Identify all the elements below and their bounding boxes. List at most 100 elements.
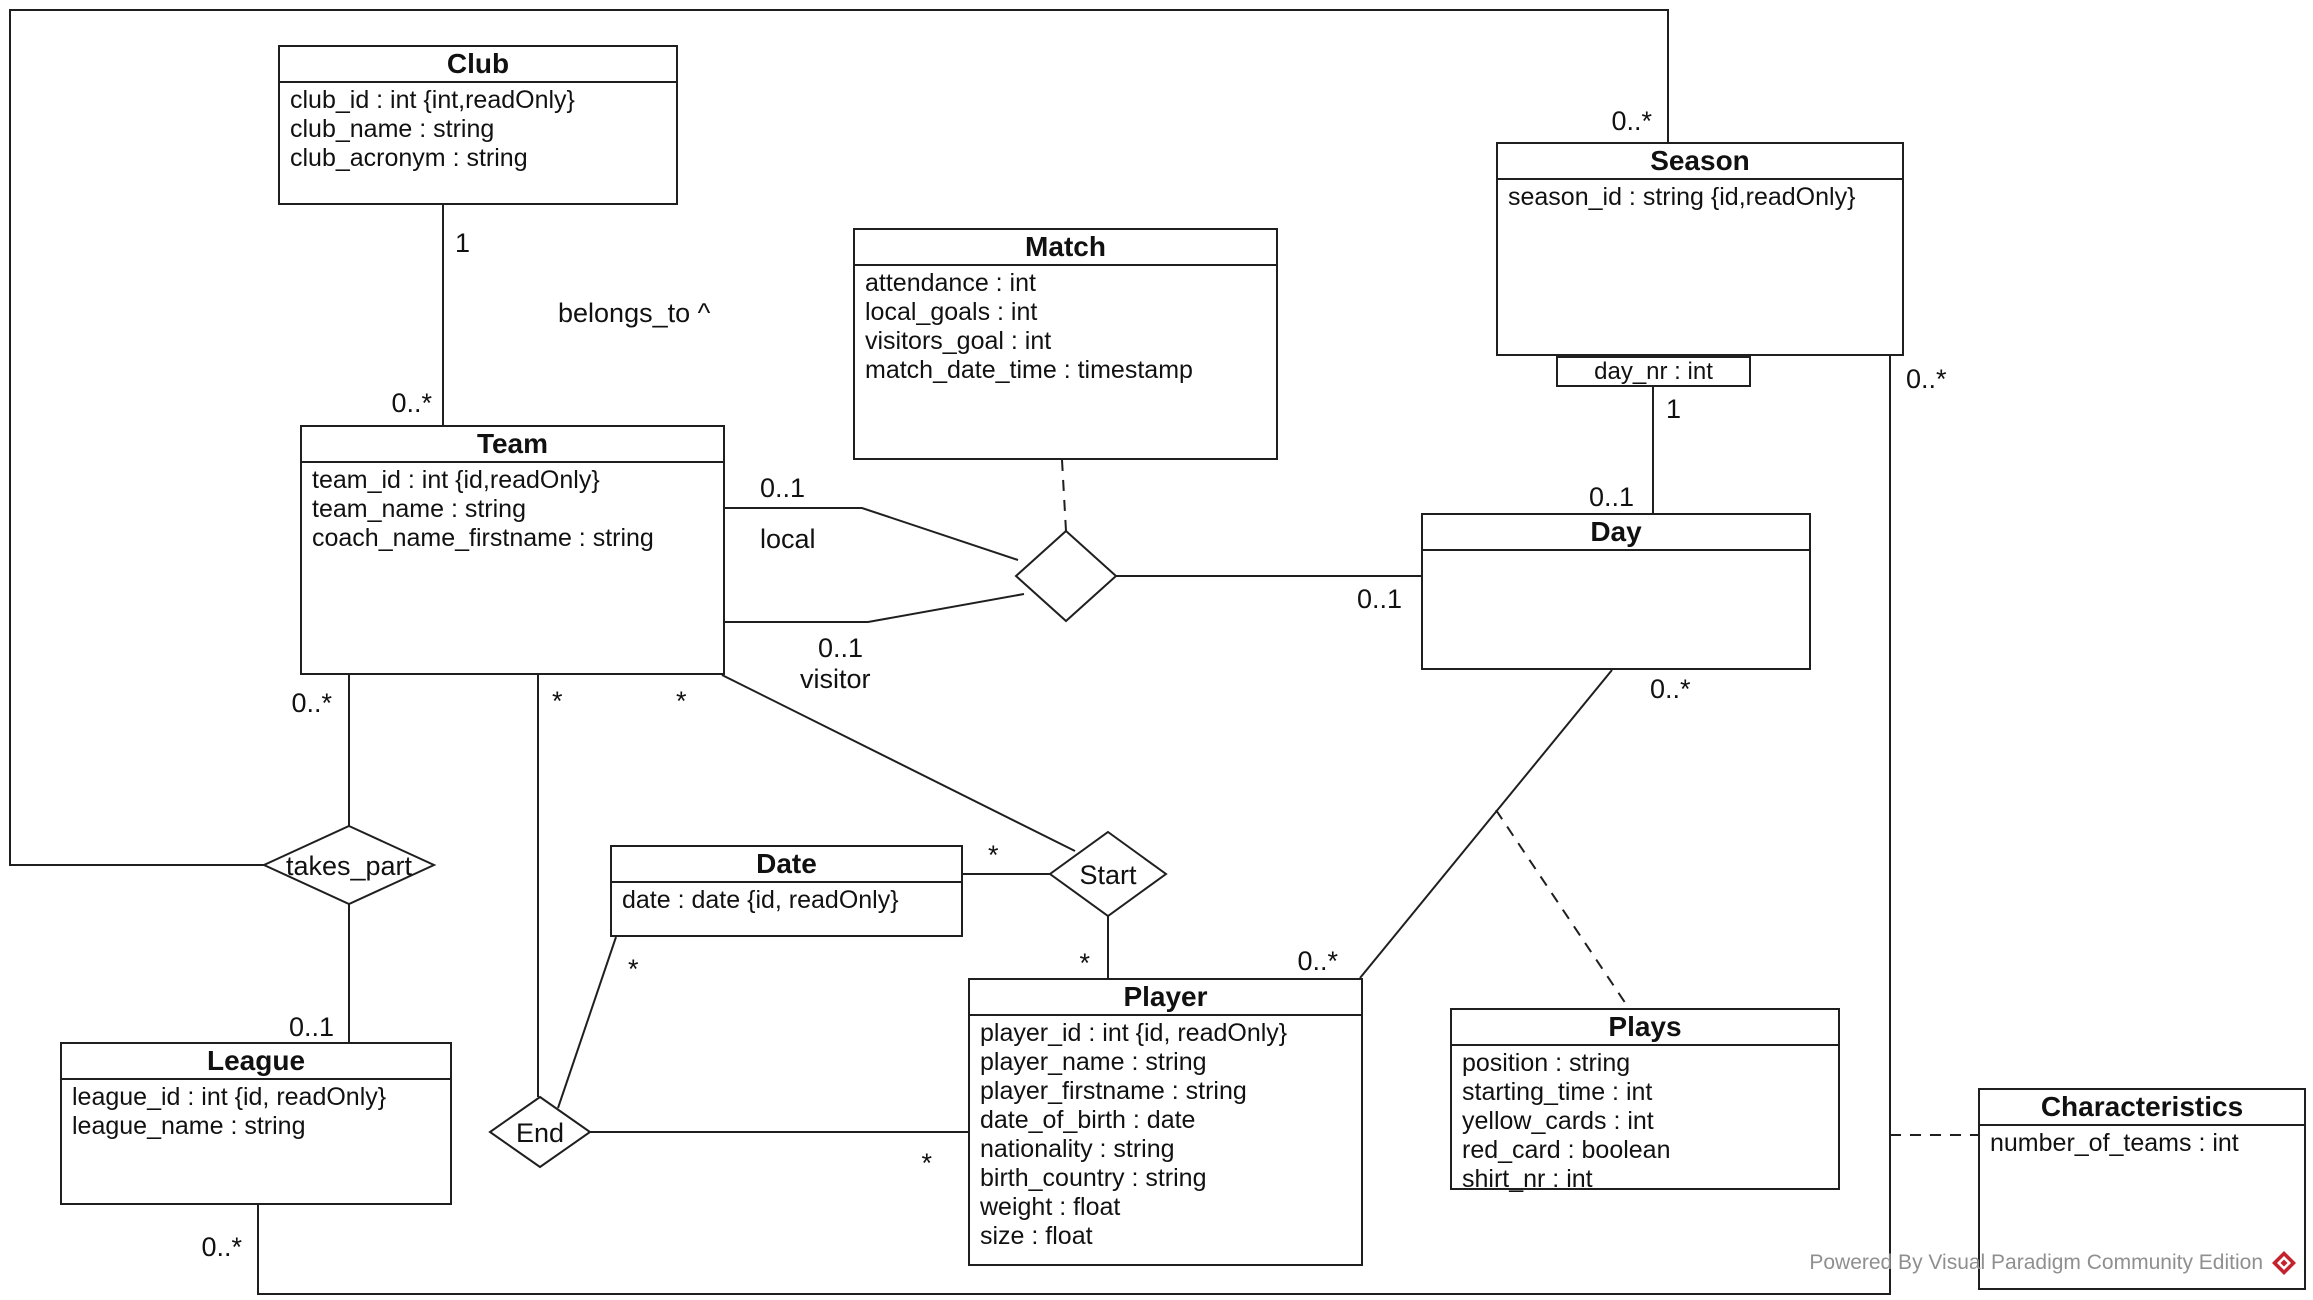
class-attributes-date: date : date {id, readOnly} xyxy=(612,883,961,915)
class-attribute: date : date {id, readOnly} xyxy=(622,886,899,914)
class-title-club: Club xyxy=(280,47,676,83)
class-attribute: yellow_cards : int xyxy=(1462,1107,1654,1135)
label-team-takes-part-multiplicity: 0..* xyxy=(291,688,332,718)
diamond-label-end: End xyxy=(516,1118,564,1148)
label-visitor-role: visitor xyxy=(800,664,871,694)
class-attribute: club_acronym : string xyxy=(290,144,528,172)
class-attribute: coach_name_firstname : string xyxy=(312,524,654,552)
visual-paradigm-logo-icon xyxy=(2272,1251,2296,1275)
powered-by-watermark: Powered By Visual Paradigm Community Edi… xyxy=(1809,1250,2297,1276)
edge-day-player xyxy=(1359,669,1613,979)
label-day-match-multiplicity: 0..1 xyxy=(1357,584,1402,614)
class-title-player: Player xyxy=(970,980,1361,1016)
powered-by-text: Powered By Visual Paradigm Community Edi… xyxy=(1809,1251,2263,1274)
class-attributes-team: team_id : int {id,readOnly}team_name : s… xyxy=(302,463,723,553)
diamond-label-takes-part: takes_part xyxy=(286,851,413,881)
class-attribute: attendance : int xyxy=(865,269,1036,297)
label-league-takes-part-multiplicity: 0..1 xyxy=(289,1012,334,1042)
label-team-belongs-multiplicity: 0..* xyxy=(391,388,432,418)
class-title-plays: Plays xyxy=(1452,1010,1838,1046)
label-player-days-multiplicity: 0..* xyxy=(1297,946,1338,976)
class-title-team: Team xyxy=(302,427,723,463)
label-team-start-multiplicity: * xyxy=(676,686,687,716)
class-attribute: shirt_nr : int xyxy=(1462,1165,1593,1193)
class-title-date: Date xyxy=(612,847,961,883)
class-attribute: team_name : string xyxy=(312,495,526,523)
class-attribute: season_id : string {id,readOnly} xyxy=(1508,183,1856,211)
class-attributes-league: league_id : int {id, readOnly}league_nam… xyxy=(62,1080,450,1141)
edge-team-visitor-diamond xyxy=(725,593,1025,623)
class-title-season: Season xyxy=(1498,144,1902,180)
label-belongs-to: belongs_to ^ xyxy=(558,298,711,328)
class-attribute: birth_country : string xyxy=(980,1164,1207,1192)
diamond-start xyxy=(1048,830,1168,918)
class-attribute: player_name : string xyxy=(980,1048,1207,1076)
class-attribute: visitors_goal : int xyxy=(865,327,1052,355)
class-title-match: Match xyxy=(855,230,1276,266)
diamond-takes-part xyxy=(261,824,437,906)
diamond-label-start: Start xyxy=(1079,860,1137,890)
edge-team-start xyxy=(721,674,1076,852)
class-attributes-club: club_id : int {int,readOnly}club_name : … xyxy=(280,83,676,173)
label-season-day-multiplicity: 1 xyxy=(1666,394,1681,424)
edge-match-diamond-dashed xyxy=(1061,459,1067,532)
label-player-start-multiplicity: * xyxy=(1079,948,1090,978)
class-day: Day xyxy=(1421,513,1811,670)
edge-date-end xyxy=(557,936,617,1109)
label-season-takes-part-multiplicity: 0..* xyxy=(1611,106,1652,136)
edge-team-local-diamond xyxy=(725,507,1019,561)
class-attribute: number_of_teams : int xyxy=(1990,1129,2239,1157)
class-attribute: weight : float xyxy=(980,1193,1121,1221)
class-attributes-season: season_id : string {id,readOnly} xyxy=(1498,180,1902,212)
class-season: Season season_id : string {id,readOnly} xyxy=(1496,142,1904,356)
label-league-season-season-multiplicity: 0..* xyxy=(1906,364,1947,394)
class-attribute: position : string xyxy=(1462,1049,1631,1077)
class-title-characteristics: Characteristics xyxy=(1980,1090,2304,1126)
edge-league-season xyxy=(257,356,1891,1295)
label-local-multiplicity: 0..1 xyxy=(760,473,805,503)
diamond-match-association xyxy=(1014,529,1118,623)
label-date-end-multiplicity: * xyxy=(628,954,639,984)
class-attribute: nationality : string xyxy=(980,1135,1175,1163)
label-day-players-multiplicity: 0..* xyxy=(1650,674,1691,704)
class-date: Date date : date {id, readOnly} xyxy=(610,845,963,937)
class-attribute: team_id : int {id,readOnly} xyxy=(312,466,600,494)
class-attribute: date_of_birth : date xyxy=(980,1106,1196,1134)
class-attribute: player_firstname : string xyxy=(980,1077,1247,1105)
class-attribute: local_goals : int xyxy=(865,298,1038,326)
class-attributes-player: player_id : int {id, readOnly}player_nam… xyxy=(970,1016,1361,1251)
class-attributes-characteristics: number_of_teams : int xyxy=(1980,1126,2304,1158)
class-title-league: League xyxy=(62,1044,450,1080)
class-player: Player player_id : int {id, readOnly}pla… xyxy=(968,978,1363,1266)
class-league: League league_id : int {id, readOnly}lea… xyxy=(60,1042,452,1205)
label-date-start-multiplicity: * xyxy=(988,840,999,870)
class-attributes-day xyxy=(1423,551,1809,554)
class-attribute: red_card : boolean xyxy=(1462,1136,1671,1164)
class-attribute: size : float xyxy=(980,1222,1093,1250)
label-day-season-multiplicity: 0..1 xyxy=(1589,482,1634,512)
class-characteristics: Characteristics number_of_teams : int xyxy=(1978,1088,2306,1290)
label-team-end-multiplicity: * xyxy=(552,686,563,716)
edge-takes-part-season xyxy=(9,9,1669,866)
class-club: Club club_id : int {int,readOnly}club_na… xyxy=(278,45,678,205)
edge-plays-dashed xyxy=(1495,809,1631,1011)
class-attribute: match_date_time : timestamp xyxy=(865,356,1193,384)
class-attribute: player_id : int {id, readOnly} xyxy=(980,1019,1288,1047)
label-local-role: local xyxy=(760,524,816,554)
class-attribute: league_name : string xyxy=(72,1112,306,1140)
label-league-season-league-multiplicity: 0..* xyxy=(201,1232,242,1262)
class-team: Team team_id : int {id,readOnly}team_nam… xyxy=(300,425,725,675)
class-attribute: starting_time : int xyxy=(1462,1078,1653,1106)
label-club-multiplicity: 1 xyxy=(455,228,470,258)
class-attribute: league_id : int {id, readOnly} xyxy=(72,1083,387,1111)
class-attribute: club_name : string xyxy=(290,115,495,143)
qualifier-day-nr: day_nr : int xyxy=(1556,356,1751,387)
label-player-end-multiplicity: * xyxy=(921,1148,932,1178)
label-visitor-multiplicity: 0..1 xyxy=(818,633,863,663)
